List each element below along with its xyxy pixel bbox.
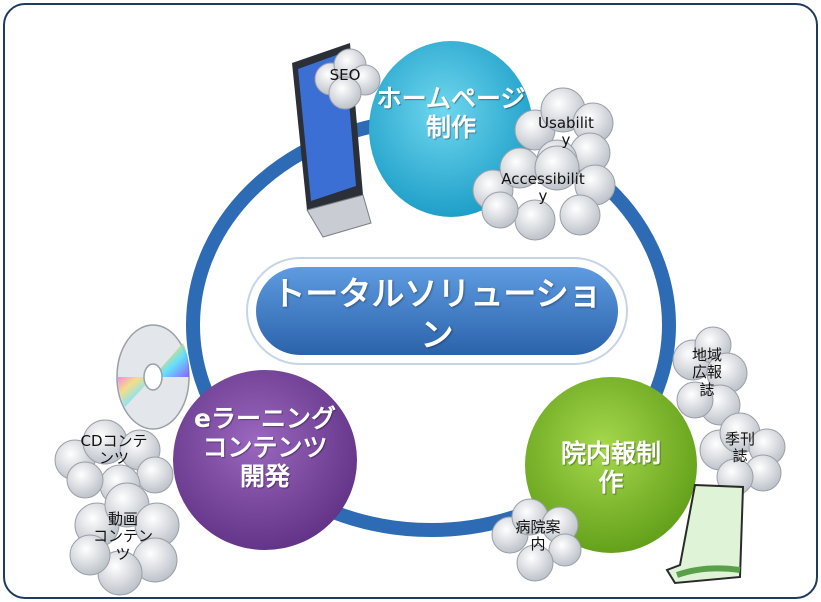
cloud-seo bbox=[314, 48, 381, 110]
center-box bbox=[256, 267, 618, 355]
cloud-quarterly-label: 季刊 誌 bbox=[724, 430, 755, 466]
cloud-accessibility-label: Accessibilit y bbox=[501, 170, 585, 206]
cloud-regional-pr bbox=[672, 326, 748, 426]
cloud-hospital-guide bbox=[491, 498, 582, 582]
cloud-video-contents bbox=[69, 482, 180, 596]
diagram-canvas bbox=[54, 41, 786, 596]
cloud-usability-label: Usabilit y bbox=[538, 114, 594, 150]
newsletter-label: 院内報制 作 bbox=[560, 439, 661, 497]
magazine-icon bbox=[665, 483, 745, 585]
cloud-seo-label: SEO bbox=[329, 66, 361, 84]
cloud-cd-contents bbox=[54, 419, 174, 506]
homepage-label: ホームページ 制作 bbox=[376, 84, 526, 142]
center-label: トータルソリューション bbox=[272, 274, 602, 355]
elearning-label: eラーニング コンテンツ 開発 bbox=[194, 404, 336, 491]
cloud-cd-contents-label: CDコンテ ンツ bbox=[80, 432, 148, 468]
cloud-hospital-guide-label: 病院案 内 bbox=[515, 518, 561, 554]
cloud-accessibility bbox=[472, 145, 616, 241]
cd-icon bbox=[116, 324, 190, 430]
elearning-circle bbox=[173, 370, 357, 550]
diagram-frame: トータルソリューション ホームページ 制作 eラーニング コンテンツ 開発 院内… bbox=[3, 3, 818, 599]
cloud-regional-pr-label: 地域 広報 誌 bbox=[691, 346, 722, 399]
cloud-video-contents-label: 動画 コンテン ツ bbox=[92, 510, 153, 563]
